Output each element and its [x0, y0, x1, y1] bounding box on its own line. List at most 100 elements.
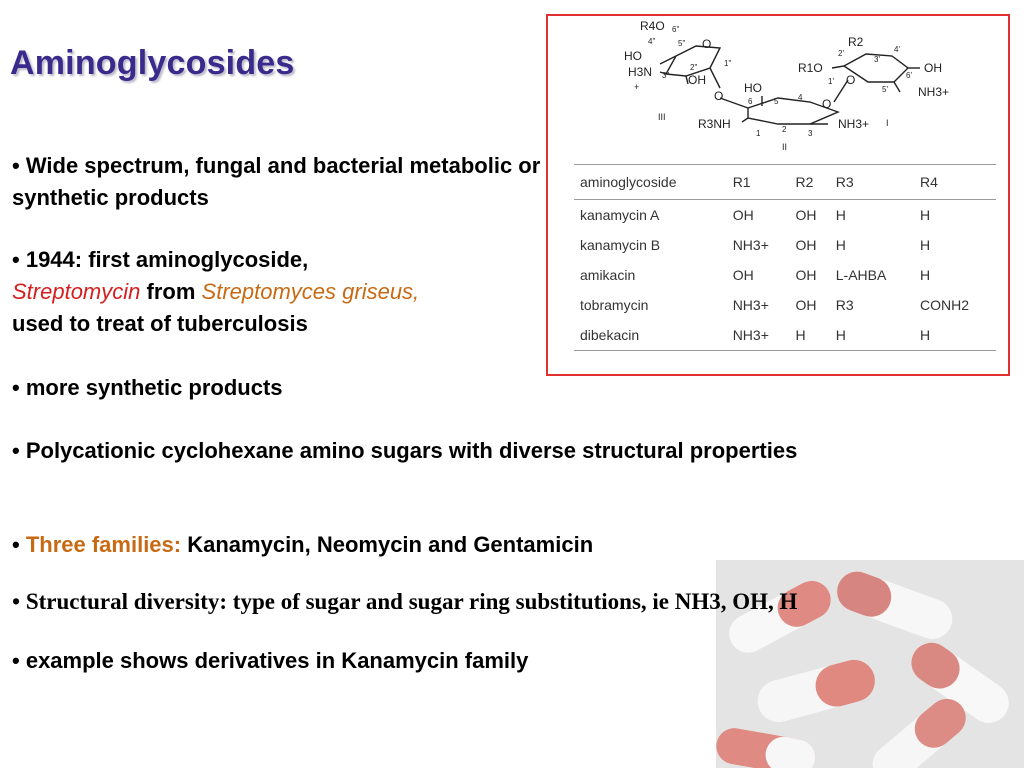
kanamycin-structure-diagram: R4O HO H3N + OH III 4" 6" 5" 3" 2" 1" O …: [624, 19, 949, 152]
label-c4p: 4': [894, 45, 900, 54]
bullet-marker: •: [12, 153, 20, 178]
label-r4o: R4O: [640, 19, 665, 33]
label-c6: 6: [748, 97, 753, 106]
bullet-text-continued: used to treat of tuberculosis: [12, 311, 308, 336]
label-oh-ring3: OH: [688, 73, 706, 87]
bullet-text: 1944: first aminoglycoside,: [25, 247, 309, 272]
label-c3p: 3': [874, 55, 880, 64]
cell-r1: NH3+: [732, 237, 769, 253]
label-ring3: III: [658, 112, 666, 122]
cell-name: kanamycin A: [580, 207, 660, 223]
bullet-text: Polycationic cyclohexane amino sugars wi…: [25, 438, 798, 463]
cell-r4: H: [920, 207, 931, 223]
cell-r2: H: [789, 320, 830, 351]
label-r1o: R1O: [798, 61, 823, 75]
bullet-synthetic: • more synthetic products: [12, 372, 283, 404]
header-aminoglycoside: aminoglycoside: [574, 164, 727, 200]
label-c5p: 5': [882, 85, 888, 94]
cell-name: tobramycin: [580, 297, 649, 313]
cell-r3: H: [835, 207, 846, 223]
header-r1: R1: [726, 164, 790, 200]
organism-name: Streptomyces griseus,: [201, 279, 420, 304]
cell-name: dibekacin: [574, 320, 727, 351]
label-c2pp: 2": [690, 63, 697, 72]
cell-r4: CONH2: [920, 297, 970, 313]
cell-r1: NH3+: [732, 297, 769, 313]
cell-r1: NH3+: [726, 320, 790, 351]
kanamycin-figure-panel: R4O HO H3N + OH III 4" 6" 5" 3" 2" 1" O …: [546, 14, 1010, 376]
bullet-text: Structural diversity: type of sugar and …: [25, 589, 798, 614]
label-c1p: 1': [828, 77, 834, 86]
label-c4pp: 4": [648, 37, 655, 46]
slide-title: Aminoglycosides: [10, 44, 295, 82]
label-c2p: 2': [838, 49, 844, 58]
label-c6pp: 6": [672, 25, 679, 34]
label-nh3-ring2: NH3+: [838, 117, 869, 131]
bullet-marker: •: [12, 247, 20, 272]
header-r2: R2: [789, 164, 830, 200]
derivatives-table: aminoglycoside R1 R2 R3 R4 kanamycin A O…: [574, 164, 996, 351]
label-o-link1: O: [714, 89, 723, 103]
streptomycin-name: Streptomycin: [12, 279, 141, 304]
cell-r2: OH: [795, 297, 817, 313]
label-c1pp: 1": [724, 59, 731, 68]
cell-r4: H: [920, 237, 931, 253]
label-r3nh: R3NH: [698, 117, 731, 131]
label-c1: 1: [756, 129, 761, 138]
label-c3pp: 3": [662, 71, 669, 80]
label-c2: 2: [782, 125, 787, 134]
cell-r4: H: [914, 320, 996, 351]
label-o-ring3: O: [702, 37, 711, 51]
table-row: kanamycin A OH OH H H: [574, 200, 996, 231]
cell-r3: H: [829, 320, 915, 351]
label-c5: 5: [774, 97, 779, 106]
bullet-text: Wide spectrum, fungal and bacterial meta…: [12, 153, 541, 210]
label-c6p: 6': [906, 71, 912, 80]
cell-r3: L-AHBA: [835, 267, 887, 283]
label-ho-ring2: HO: [744, 81, 762, 95]
header-r3: R3: [829, 164, 915, 200]
header-r4: R4: [914, 164, 996, 200]
cell-r1: OH: [732, 207, 754, 223]
bullet-marker: •: [12, 375, 20, 400]
bullet-families: • Three families: Kanamycin, Neomycin an…: [12, 529, 593, 561]
from-word: from: [146, 279, 196, 304]
label-ho-left: HO: [624, 49, 642, 63]
cell-r2: OH: [795, 267, 817, 283]
cell-r3: R3: [835, 297, 854, 313]
cell-r3: H: [835, 237, 846, 253]
capsules-photo: [716, 560, 1024, 768]
bullet-diversity: • Structural diversity: type of sugar an…: [12, 586, 797, 618]
cell-r2: OH: [795, 237, 817, 253]
cell-r4: H: [920, 267, 931, 283]
table-row: kanamycin B NH3+ OH H H: [574, 230, 996, 260]
label-ring2: II: [782, 142, 787, 152]
cell-r1: OH: [732, 267, 754, 283]
cell-name: kanamycin B: [580, 237, 661, 253]
bullet-text: more synthetic products: [25, 375, 283, 400]
bullet-polycationic: • Polycationic cyclohexane amino sugars …: [12, 429, 912, 472]
bullet-text: Kanamycin, Neomycin and Gentamicin: [187, 532, 594, 557]
bullet-example: • example shows derivatives in Kanamycin…: [12, 645, 528, 677]
bullet-marker: •: [12, 589, 21, 614]
cell-name: amikacin: [580, 267, 636, 283]
label-c5pp: 5": [678, 39, 685, 48]
label-ring1: I: [886, 118, 889, 128]
label-o-ring1: O: [846, 73, 855, 87]
table-header-row: aminoglycoside R1 R2 R3 R4: [574, 164, 996, 200]
label-c4: 4: [798, 93, 803, 102]
bullet-marker: •: [12, 648, 20, 673]
label-o-link2: O: [822, 97, 831, 111]
bullet-marker: •: [12, 438, 20, 463]
label-h3n: H3N: [628, 65, 652, 79]
bullet-streptomycin: • 1944: first aminoglycoside, Streptomyc…: [12, 244, 552, 340]
bullet-text: example shows derivatives in Kanamycin f…: [25, 648, 529, 673]
label-oh-ring1: OH: [924, 61, 942, 75]
label-plus: +: [634, 82, 639, 92]
table-row: tobramycin NH3+ OH R3 CONH2: [574, 290, 996, 320]
label-nh3-ring1: NH3+: [918, 85, 949, 99]
bullet-spectrum: • Wide spectrum, fungal and bacterial me…: [12, 150, 542, 214]
bullet-marker: •: [12, 532, 20, 557]
table-row: dibekacin NH3+ H H H: [574, 320, 996, 351]
label-c3: 3: [808, 129, 813, 138]
